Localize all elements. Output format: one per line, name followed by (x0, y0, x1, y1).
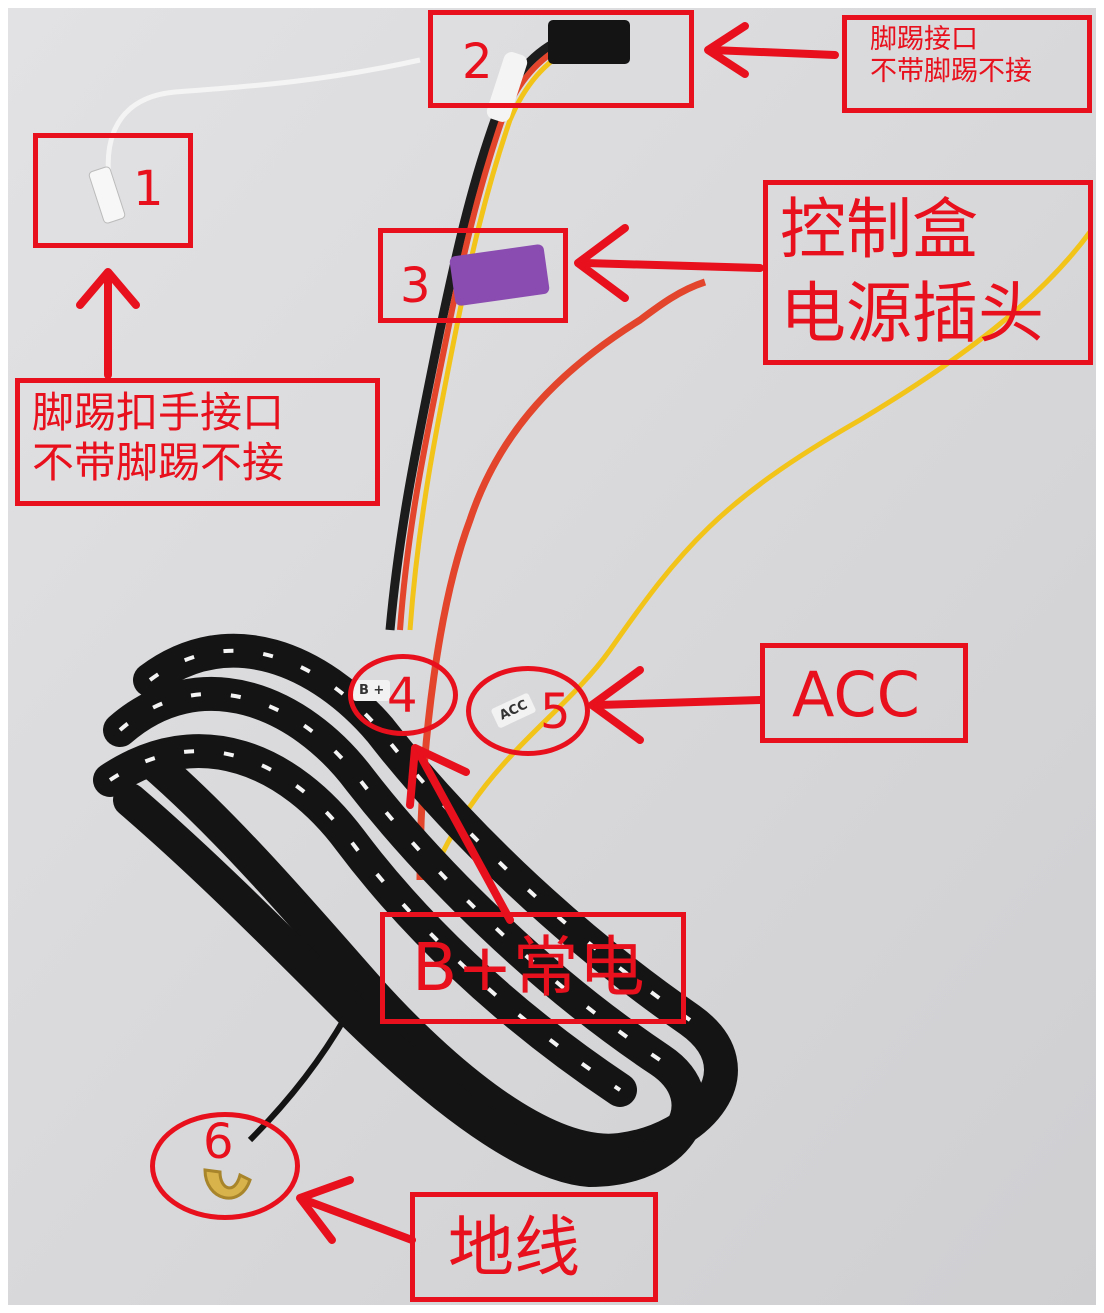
arrow-head-3 (574, 224, 629, 302)
marker-ring-6 (150, 1112, 300, 1220)
arrow-head-6 (296, 1176, 354, 1244)
marker-box-2 (428, 10, 694, 108)
marker-ring-5 (466, 666, 590, 756)
purple-power-connector (449, 244, 550, 306)
arrow-head-2 (704, 22, 749, 78)
arrow-to-marker-5 (594, 696, 764, 709)
label-box-6 (410, 1192, 658, 1302)
marker-ring-4 (348, 654, 458, 736)
arrow-head-4 (406, 744, 470, 809)
white-pin-connector (88, 166, 126, 224)
arrow-to-marker-2 (708, 46, 839, 59)
marker-number-5: 5 (540, 684, 571, 740)
marker-number-3: 3 (400, 258, 431, 314)
marker-number-2: 2 (462, 34, 493, 90)
label-box-3 (763, 180, 1093, 365)
label-control-box-power-plug: 控制盒 电源插头 (780, 191, 1044, 352)
marker-number-1: 1 (133, 161, 164, 217)
arrow-head-5 (588, 666, 644, 744)
label-box-1 (15, 378, 380, 506)
label-kick-handle-interface: 脚踢扣手接口 不带脚踢不接 (32, 388, 285, 488)
marker-box-1 (33, 133, 193, 248)
label-box-2 (842, 15, 1092, 113)
cable-stripes (108, 648, 692, 1092)
arrow-to-marker-3 (581, 259, 764, 272)
label-ground-wire: 地线 (448, 1209, 580, 1286)
label-box-4 (380, 912, 686, 1024)
arrow-head-1 (76, 268, 140, 309)
label-acc: ACC (792, 658, 920, 731)
arrow-to-marker-4 (416, 751, 514, 924)
marker-number-6: 6 (203, 1114, 234, 1170)
black-connector (548, 20, 630, 64)
arrow-to-marker-6 (301, 1196, 416, 1244)
white-wire (105, 57, 421, 219)
label-box-5 (760, 643, 968, 743)
marker-box-3 (378, 228, 568, 323)
label-kick-interface: 脚踢接口 不带脚踢不接 (870, 24, 1032, 88)
marker-number-4: 4 (387, 668, 418, 724)
label-bplus-constant-power: B+常电 (412, 929, 645, 1006)
